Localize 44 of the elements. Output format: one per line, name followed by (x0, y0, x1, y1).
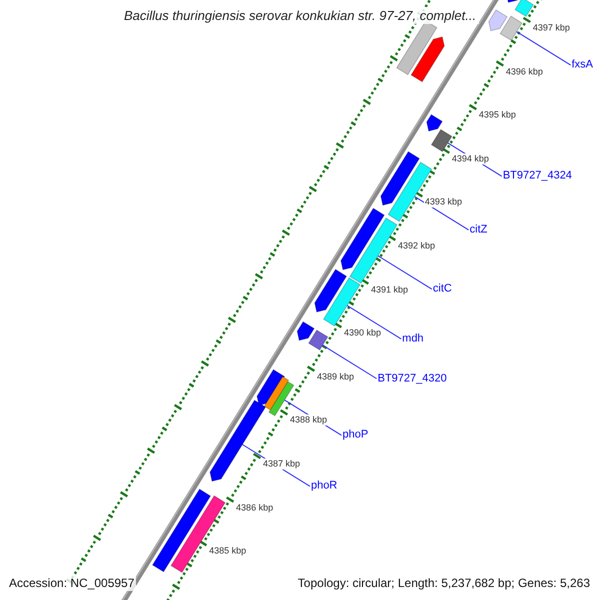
gene-feature (340, 208, 385, 270)
gene-label: fxsA (572, 58, 594, 72)
tick-label: 4389 kbp (316, 371, 356, 382)
tick-label: 4392 kbp (396, 240, 436, 252)
accession-text: Accession: NC_005957 (7, 575, 136, 591)
tick-label: 4397 kbp (532, 22, 571, 34)
gene-feature (268, 381, 294, 416)
gene-feature (426, 114, 443, 132)
tick-label: 4387 kbp (262, 458, 302, 470)
leader-line (377, 255, 432, 290)
gene-feature (322, 277, 361, 327)
tick-label: 4394 kbp (450, 153, 490, 164)
gene-feature (430, 128, 452, 152)
gene-feature (514, 0, 534, 17)
tick-label: 4385 kbp (208, 546, 248, 557)
tick-label: 4391 kbp (370, 284, 409, 296)
gene-feature (410, 36, 445, 82)
tick-label: 4395 kbp (478, 110, 517, 121)
gene-feature (488, 9, 508, 32)
gene-label: phoR (310, 480, 338, 493)
gene-feature (308, 330, 328, 351)
tick-label: 4388 kbp (289, 414, 328, 426)
tick-label: 4396 kbp (504, 66, 544, 78)
gene-feature (349, 217, 398, 284)
gene-label: BT9727_4324 (502, 170, 572, 183)
tick-label: 4390 kbp (342, 328, 382, 339)
genome-info-text: Topology: circular; Length: 5,237,682 bp; Genes: 5,263 (296, 575, 592, 591)
leader-line (322, 344, 378, 380)
gene-feature (314, 268, 348, 312)
tick-label: 4393 kbp (424, 196, 463, 208)
leader-line (346, 305, 402, 340)
gene-label: phoP (342, 428, 368, 442)
gene-feature (505, 0, 518, 3)
gene-label: mdh (402, 332, 424, 346)
tick-label: 4386 kbp (235, 502, 274, 514)
gene-feature (500, 16, 523, 41)
gene-feature (296, 321, 315, 341)
gene-label: citC (432, 282, 452, 296)
leader-line (516, 31, 572, 66)
gene-feature (380, 151, 420, 206)
gene-label: citZ (470, 223, 488, 236)
gene-label: BT9727_4320 (378, 372, 447, 386)
gene-feature (264, 376, 290, 410)
leader-line (414, 196, 470, 230)
